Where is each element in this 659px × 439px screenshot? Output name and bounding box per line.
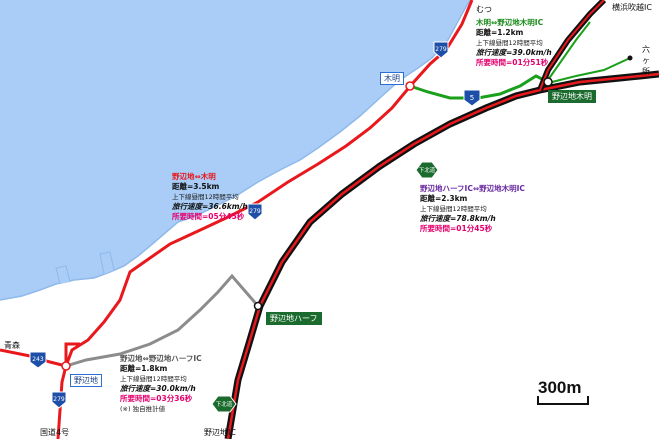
section-title: 野辺地⇔木明 [172, 172, 216, 181]
sea-area [0, 0, 470, 300]
info-half-kimeiic: 野辺地ハーフIC⇔野辺地木明IC 距離=2.3km 上下線昼間12時間平均 旅行… [420, 184, 525, 234]
section-distance: 距離=1.8km [120, 364, 168, 373]
badge-label: 下北道 [419, 166, 436, 174]
section-speed: 旅行速度=39.0km/h [476, 48, 552, 57]
coastline [0, 0, 471, 301]
info-kimei-kimeiic: 木明⇔野辺地木明IC 距離=1.2km 上下線昼間12時間平均 旅行速度=39.… [476, 18, 552, 68]
node-noheji [61, 361, 71, 371]
shield-label: 279 [53, 396, 65, 403]
section-time: 所要時間=05分45秒 [172, 212, 245, 221]
label-noheji-half: 野辺地ハーフ [266, 312, 322, 325]
badge-label: 下北道 [216, 400, 233, 408]
route-5-east [551, 57, 631, 83]
section-speed: 旅行速度=78.8km/h [420, 214, 496, 223]
section-speed: 旅行速度=36.6km/h [172, 202, 248, 211]
label-noheji-kimei: 野辺地木明 [548, 90, 596, 103]
route-shield-5: 5 [463, 89, 481, 107]
shield-label: 279 [249, 208, 261, 215]
section-title: 野辺地⇔野辺地ハーフIC [120, 354, 202, 363]
label-kino: 木明 [380, 72, 404, 85]
route-shield-279-top: 279 [433, 41, 449, 59]
section-note: 上下線昼間12時間平均 [172, 193, 239, 201]
route-5 [409, 74, 549, 100]
node-half-ic [253, 301, 263, 311]
route-shield-279-mid: 279 [247, 203, 263, 221]
scale-bar [537, 396, 589, 405]
shield-label: 5 [470, 94, 474, 102]
section-time: 所要時間=03分36秒 [120, 394, 193, 403]
expressway-badge-bottom: 下北道 [211, 395, 237, 413]
label-noheji: 野辺地 [70, 374, 102, 387]
harbor-pier [99, 251, 115, 275]
expressway-badge-top: 下北道 [415, 161, 439, 179]
section-title: 木明⇔野辺地木明IC [476, 18, 544, 27]
section-title: 野辺地ハーフIC⇔野辺地木明IC [420, 184, 525, 193]
node-kino [405, 81, 415, 91]
section-note: 上下線昼間12時間平均 [420, 205, 487, 213]
info-noheji-half: 野辺地⇔野辺地ハーフIC 距離=1.8km 上下線昼間12時間平均 旅行速度=3… [120, 354, 202, 414]
route-connector [64, 342, 80, 366]
label-rokkasho: 六ヶ所 [642, 45, 650, 76]
section-time: 所要時間=01分51秒 [476, 58, 549, 67]
shield-label: 279 [435, 46, 447, 53]
route-shield-243: 243 [29, 351, 47, 369]
label-noheji-ic: 野辺地IC [204, 428, 236, 437]
harbor-pier [55, 265, 71, 285]
route-noheji-half [65, 273, 260, 368]
route-279 [56, 0, 474, 439]
section-footnote: (※) 独自推計値 [120, 405, 166, 413]
section-time: 所要時間=01分45秒 [420, 224, 493, 233]
info-noheji-kimei: 野辺地⇔木明 距離=3.5km 上下線昼間12時間平均 旅行速度=36.6km/… [172, 172, 248, 222]
section-note: 上下線昼間12時間平均 [476, 39, 543, 47]
route-shield-279-bottom: 279 [51, 391, 67, 409]
label-mutsu: むつ [476, 5, 492, 14]
node-rokkasho [627, 55, 633, 61]
section-note: 上下線昼間12時間平均 [120, 375, 187, 383]
label-aomori: 青森 [4, 341, 20, 350]
scale-label: 300m [538, 378, 582, 397]
shield-label: 243 [32, 356, 44, 363]
label-yokohama-fukikoshi-ic: 横浜吹越IC [612, 3, 652, 12]
label-kokudo4: 国道4号 [40, 428, 70, 437]
route-5-north [547, 21, 591, 81]
section-distance: 距離=2.3km [420, 194, 468, 203]
section-distance: 距離=1.2km [476, 28, 524, 37]
section-distance: 距離=3.5km [172, 182, 220, 191]
node-kimei-ic [543, 77, 553, 87]
section-speed: 旅行速度=30.0km/h [120, 384, 196, 393]
